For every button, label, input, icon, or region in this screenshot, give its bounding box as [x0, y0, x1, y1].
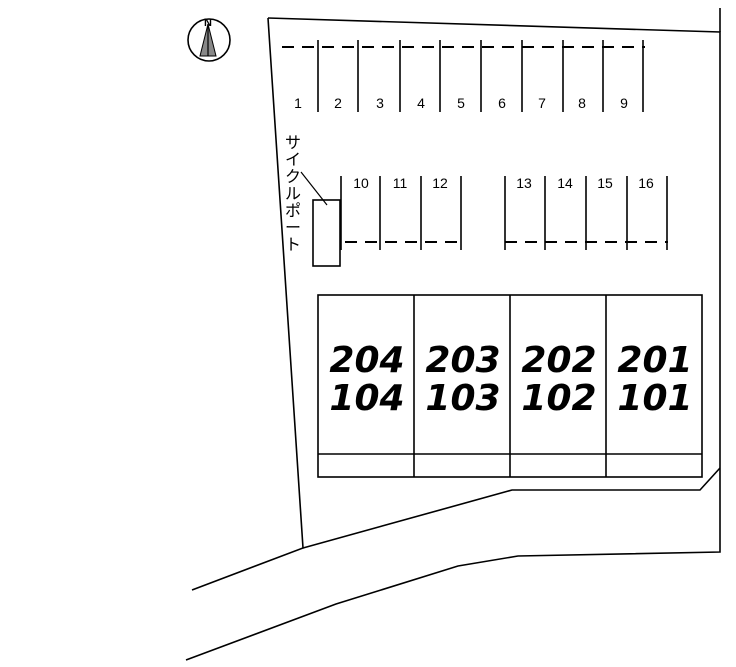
- driveway-edge: [302, 467, 721, 549]
- cycle-port-label: サイクルポート: [285, 133, 301, 254]
- unit-number-upper: 203: [425, 340, 500, 381]
- unit-number-upper: 204: [329, 340, 404, 381]
- parking-row-top: 1 2 3 4 5 6 7 8 9: [282, 40, 645, 112]
- unit-number-lower: 103: [425, 378, 500, 419]
- compass-north-label: N: [204, 17, 212, 29]
- parking-space-number: 10: [353, 175, 369, 191]
- compass-icon: N: [187, 17, 231, 62]
- parking-space-number: 8: [578, 95, 586, 111]
- unit-number-lower: 101: [617, 378, 692, 419]
- property-boundary-left: [191, 17, 304, 591]
- parking-space-number: 7: [538, 95, 546, 111]
- parking-space-number: 13: [516, 175, 532, 191]
- parking-space-number: 15: [597, 175, 613, 191]
- parking-row-mid-right: 13 14 15 16: [504, 175, 668, 250]
- parking-space-number: 3: [376, 95, 384, 111]
- property-boundary: [185, 17, 721, 661]
- parking-space-number: 12: [432, 175, 448, 191]
- cycle-port: サイクルポート: [285, 133, 341, 267]
- parking-space-number: 2: [334, 95, 342, 111]
- cycle-port-leader: [300, 171, 328, 206]
- parking-space-number: 1: [294, 95, 302, 111]
- unit-number-lower: 104: [329, 378, 404, 419]
- unit-number-upper: 202: [521, 340, 596, 381]
- cycle-port-box: [312, 199, 341, 267]
- parking-space-number: 4: [417, 95, 425, 111]
- parking-space-number: 16: [638, 175, 654, 191]
- parking-space-number: 5: [457, 95, 465, 111]
- parking-space-number: 9: [620, 95, 628, 111]
- unit-number-upper: 201: [617, 340, 692, 381]
- parking-space-number: 11: [393, 175, 408, 191]
- parking-space-number: 14: [557, 175, 573, 191]
- parking-row-mid-left: 10 11 12: [340, 175, 462, 250]
- unit-number-lower: 102: [521, 378, 596, 419]
- parking-space-number: 6: [498, 95, 506, 111]
